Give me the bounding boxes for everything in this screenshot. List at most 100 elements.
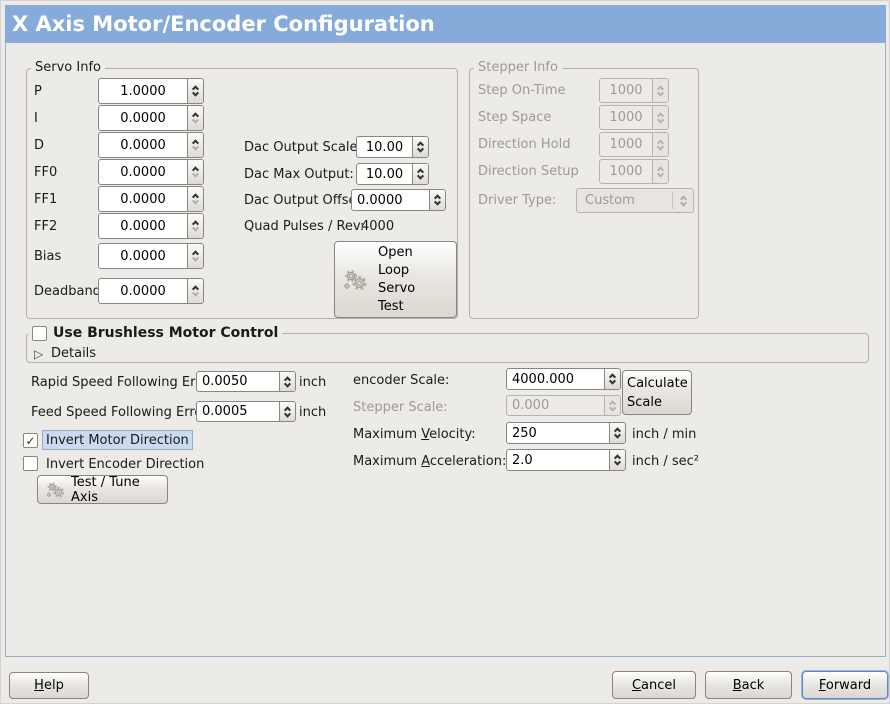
spin-down-icon [191, 143, 200, 151]
label-post: orward [825, 677, 872, 693]
step-space-input: 1000 [609, 110, 643, 125]
invert-motor-direction-label[interactable]: Invert Motor Direction [42, 430, 193, 450]
open-loop-servo-test-button[interactable]: Open Loop Servo Test [334, 241, 457, 318]
servo-info-title: Servo Info [35, 60, 101, 75]
ff2-spin-buttons[interactable] [187, 214, 203, 238]
dac-output-offset-spin-buttons[interactable] [429, 190, 445, 210]
ff0-spin-buttons[interactable] [187, 160, 203, 184]
ff0-label: FF0 [34, 165, 58, 180]
checkmark-icon: ✓ [25, 433, 36, 448]
spin-down-icon [416, 172, 425, 180]
page-title: X Axis Motor/Encoder Configuration [5, 5, 886, 43]
bias-spinbox[interactable]: 0.0000 [98, 243, 204, 269]
maximum-velocity-input[interactable]: 250 [512, 425, 537, 441]
encoder-scale-input[interactable]: 4000.000 [512, 371, 575, 387]
rapid-following-error-input[interactable]: 0.0050 [202, 374, 248, 389]
stepper-scale-label: Stepper Scale: [353, 400, 448, 415]
step-on-time-spinbox: 1000 [599, 78, 669, 103]
invert-encoder-direction-checkbox[interactable] [23, 456, 38, 471]
forward-button[interactable]: Forward [802, 671, 888, 699]
feed-following-error-spin-buttons[interactable] [279, 402, 295, 421]
deadband-input[interactable]: 0.0000 [120, 283, 166, 299]
maximum-velocity-spin-buttons[interactable] [609, 423, 625, 443]
ff0-input[interactable]: 0.0000 [120, 164, 166, 180]
back-button-label: Back [733, 678, 765, 693]
spin-down-icon [191, 170, 200, 178]
p-spin-buttons[interactable] [187, 79, 203, 103]
ff2-spinbox[interactable]: 0.0000 [98, 213, 204, 239]
d-spin-buttons[interactable] [187, 133, 203, 157]
encoder-scale-spinbox[interactable]: 4000.000 [506, 368, 621, 390]
encoder-scale-spin-buttons[interactable] [604, 369, 620, 389]
dac-output-scale-spinbox[interactable]: 10.00 [356, 136, 429, 158]
ff2-input[interactable]: 0.0000 [120, 218, 166, 234]
maximum-velocity-spinbox[interactable]: 250 [506, 422, 626, 444]
ff1-spin-buttons[interactable] [187, 187, 203, 211]
rapid-following-error-label: Rapid Speed Following Error: [31, 375, 218, 390]
test-tune-axis-button[interactable]: Test / Tune Axis [37, 475, 168, 505]
dac-output-scale-spin-buttons[interactable] [412, 137, 428, 157]
dac-output-scale-input[interactable]: 10.00 [365, 139, 404, 155]
dac-max-output-input[interactable]: 10.00 [365, 166, 404, 182]
label-pre: Maximum [353, 454, 422, 469]
feed-following-error-input[interactable]: 0.0005 [202, 404, 248, 419]
maximum-acceleration-unit: inch / sec² [632, 454, 700, 469]
label-post: ack [741, 677, 765, 693]
p-input[interactable]: 1.0000 [120, 83, 166, 99]
bias-spin-buttons[interactable] [187, 244, 203, 268]
p-label: P [34, 84, 42, 99]
details-expander-icon[interactable]: ▷ [34, 347, 44, 361]
label-mnemonic: C [631, 677, 642, 693]
deadband-spinbox[interactable]: 0.0000 [98, 278, 204, 304]
spin-down-icon [283, 380, 292, 388]
ff2-label: FF2 [34, 219, 58, 234]
direction-setup-spinbox: 1000 [599, 159, 669, 184]
spin-down-icon [191, 116, 200, 124]
invert-motor-direction-checkbox[interactable]: ✓ [23, 433, 38, 448]
feed-following-error-spinbox[interactable]: 0.0005 [196, 401, 296, 422]
stepper-scale-spinbox: 0.000 [506, 395, 621, 416]
bias-label: Bias [34, 249, 62, 264]
help-button[interactable]: Help [9, 672, 89, 699]
i-input[interactable]: 0.0000 [120, 110, 166, 126]
maximum-acceleration-input[interactable]: 2.0 [512, 452, 533, 468]
details-expander-label[interactable]: Details [51, 346, 97, 361]
invert-encoder-direction-label[interactable]: Invert Encoder Direction [46, 457, 205, 472]
i-spin-buttons[interactable] [187, 106, 203, 130]
spin-down-icon [191, 224, 200, 232]
maximum-acceleration-spinbox[interactable]: 2.0 [506, 449, 626, 471]
bias-input[interactable]: 0.0000 [120, 248, 166, 264]
p-spinbox[interactable]: 1.0000 [98, 78, 204, 104]
rapid-following-error-spinbox[interactable]: 0.0050 [196, 371, 296, 392]
cancel-button[interactable]: Cancel [612, 671, 696, 699]
deadband-spin-buttons[interactable] [187, 279, 203, 303]
i-spinbox[interactable]: 0.0000 [98, 105, 204, 131]
ff1-input[interactable]: 0.0000 [120, 191, 166, 207]
d-spinbox[interactable]: 0.0000 [98, 132, 204, 158]
spin-down-icon [656, 170, 665, 178]
label-mnemonic: A [421, 454, 430, 469]
rapid-following-error-spin-buttons[interactable] [279, 372, 295, 391]
ff1-spinbox[interactable]: 0.0000 [98, 186, 204, 212]
maximum-acceleration-spin-buttons[interactable] [609, 450, 625, 470]
dac-output-offset-input[interactable]: 0.0000 [357, 192, 403, 208]
open-loop-line2: Loop [378, 262, 410, 278]
use-brushless-label: Use Brushless Motor Control [53, 325, 279, 341]
spin-down-icon [608, 377, 617, 385]
direction-hold-spinbox: 1000 [599, 132, 669, 157]
d-input[interactable]: 0.0000 [120, 137, 166, 153]
spin-down-icon [433, 198, 442, 206]
dac-output-offset-spinbox[interactable]: 0.0000 [351, 189, 446, 211]
ff0-spinbox[interactable]: 0.0000 [98, 159, 204, 185]
quad-pulses-value: 4000 [361, 219, 395, 234]
spin-down-icon [191, 289, 200, 297]
dac-max-output-spin-buttons[interactable] [412, 164, 428, 184]
calculate-scale-button[interactable]: Calculate Scale [622, 370, 692, 415]
use-brushless-checkbox[interactable] [32, 325, 47, 341]
stepper-scale-spin-buttons [604, 396, 620, 415]
step-space-label: Step Space [478, 110, 552, 125]
back-button[interactable]: Back [705, 671, 792, 699]
label-post: elocity: [429, 427, 476, 442]
driver-type-combobox: Custom [576, 188, 694, 213]
dac-max-output-spinbox[interactable]: 10.00 [356, 163, 429, 185]
